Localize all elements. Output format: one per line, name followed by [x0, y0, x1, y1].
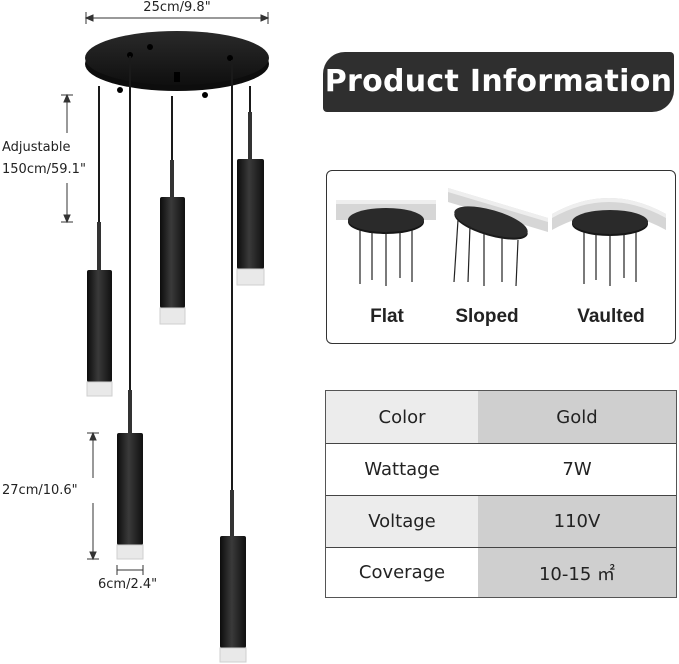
spec-key: Coverage [326, 548, 478, 597]
spec-key: Wattage [326, 444, 478, 495]
banner-title: Product Information [324, 64, 673, 99]
pendant-light-illustration [61, 12, 270, 663]
pendant-shade [236, 112, 265, 286]
ceiling-canopy [85, 31, 269, 98]
mount-label-sloped: Sloped [455, 306, 519, 327]
product-info-banner [323, 52, 674, 112]
mount-label-flat: Flat [370, 306, 404, 327]
spec-value: 10-15 ㎡ [478, 548, 676, 597]
shade-diameter-label: 6cm/2.4" [98, 577, 158, 592]
dimension-lines [61, 12, 270, 575]
spec-value: 110V [478, 496, 676, 547]
pendant-shade [159, 160, 186, 325]
table-row: Coverage 10-15 ㎡ [326, 547, 676, 597]
mount-label-vaulted: Vaulted [577, 306, 645, 327]
canopy-width-label: 25cm/9.8" [143, 0, 211, 15]
pendant-shade [219, 490, 247, 663]
vaulted-ceiling-diagram [552, 198, 666, 286]
spec-key: Voltage [326, 496, 478, 547]
pendant-shade [116, 390, 144, 560]
table-row: Wattage 7W [326, 443, 676, 495]
spec-table: Color Gold Wattage 7W Voltage 110V Cover… [325, 390, 677, 598]
spec-value: Gold [478, 391, 676, 443]
shade-height-label: 27cm/10.6" [2, 483, 78, 498]
mounting-options-panel [326, 170, 676, 344]
table-row: Voltage 110V [326, 495, 676, 547]
adjustable-label: Adjustable [2, 140, 71, 155]
spec-key: Color [326, 391, 478, 443]
table-row: Color Gold [326, 391, 676, 443]
adjustable-length-label: 150cm/59.1" [2, 162, 86, 177]
flat-ceiling-diagram [336, 200, 436, 286]
sloped-ceiling-diagram [448, 188, 548, 287]
spec-value: 7W [478, 444, 676, 495]
pendant-shade [86, 222, 113, 397]
